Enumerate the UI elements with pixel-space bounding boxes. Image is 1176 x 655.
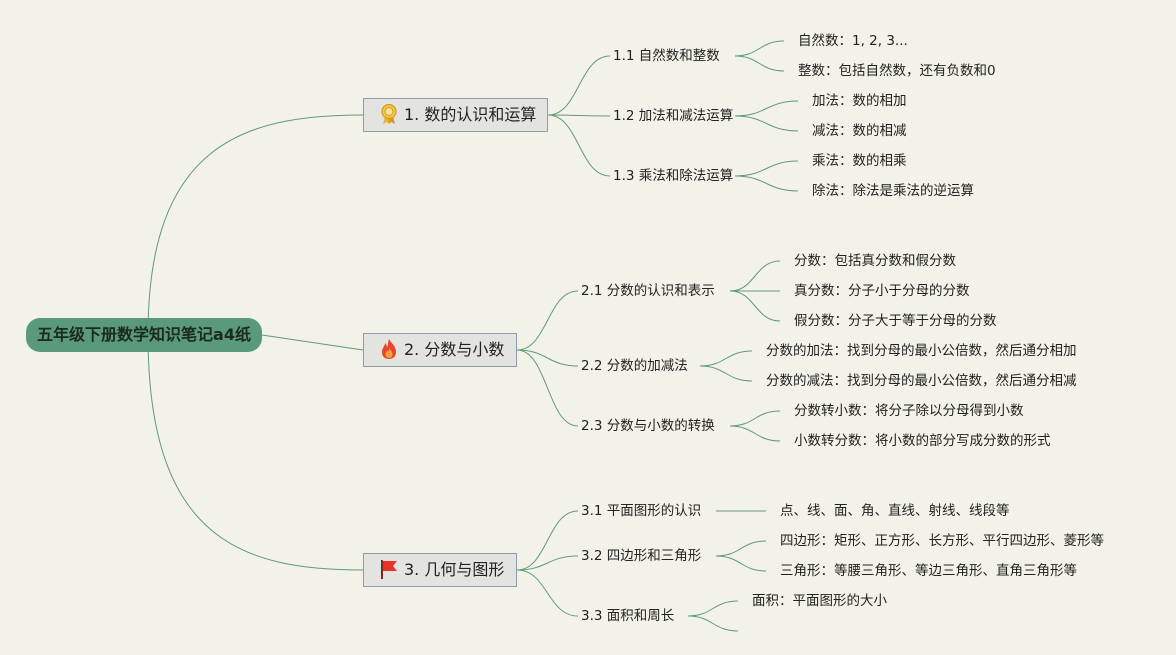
connector-sub2-leaf2 xyxy=(734,115,799,132)
leaf-triangles[interactable]: 三角形：等腰三角形、等边三角形、直角三角形等 xyxy=(780,563,1077,579)
branch-topic-geometry[interactable]: 3. 几何与图形 xyxy=(363,553,517,587)
leaf-area[interactable]: 面积：平面图形的大小 xyxy=(752,593,887,609)
connector-b2-s1 xyxy=(516,290,579,351)
connector-b1-s2 xyxy=(547,114,611,117)
connector-root-b2 xyxy=(261,334,364,351)
connector-sub3-leaf2 xyxy=(734,175,799,192)
branch-label: 1. 数的认识和运算 xyxy=(404,105,537,124)
connector-sub4-leaf1 xyxy=(729,260,781,292)
connector-sub9-leaf1 xyxy=(687,600,739,617)
connector-b3-s1 xyxy=(516,510,579,571)
leaf-basic-elements[interactable]: 点、线、面、角、直线、射线、线段等 xyxy=(780,503,1010,519)
leaf-integers[interactable]: 整数：包括自然数，还有负数和0 xyxy=(798,63,996,79)
fire-icon xyxy=(378,338,400,360)
connector-b3-s3 xyxy=(516,569,579,617)
connector-sub2-leaf1 xyxy=(734,100,799,117)
connector-sub9-leaf2 xyxy=(687,615,739,632)
connector-sub6-leaf1 xyxy=(729,410,781,427)
subtopic-1-3[interactable]: 1.3 乘法和除法运算 xyxy=(613,168,734,184)
connector-sub8-leaf1 xyxy=(715,540,767,557)
subtopic-3-1[interactable]: 3.1 平面图形的认识 xyxy=(581,503,702,519)
leaf-improper-fraction[interactable]: 假分数：分子大于等于分母的分数 xyxy=(794,313,997,329)
subtopic-2-2[interactable]: 2.2 分数的加减法 xyxy=(581,358,688,374)
leaf-fraction-subtraction[interactable]: 分数的减法：找到分母的最小公倍数，然后通分相减 xyxy=(766,373,1077,389)
connector-root-b3 xyxy=(147,334,364,571)
leaf-proper-fraction[interactable]: 真分数：分子小于分母的分数 xyxy=(794,283,970,299)
connector-b1-s3 xyxy=(547,114,611,177)
leaf-fraction-to-decimal[interactable]: 分数转小数：将分子除以分母得到小数 xyxy=(794,403,1024,419)
connector-sub3-leaf1 xyxy=(734,160,799,177)
leaf-decimal-to-fraction[interactable]: 小数转分数：将小数的部分写成分数的形式 xyxy=(794,433,1051,449)
leaf-subtraction[interactable]: 减法：数的相减 xyxy=(812,123,907,139)
subtopic-1-2[interactable]: 1.2 加法和减法运算 xyxy=(613,108,734,124)
connector-b2-s2 xyxy=(516,349,579,367)
connector-sub5-leaf1 xyxy=(699,350,753,367)
subtopic-2-1[interactable]: 2.1 分数的认识和表示 xyxy=(581,283,715,299)
award-ribbon-icon xyxy=(378,103,400,125)
subtopic-2-3[interactable]: 2.3 分数与小数的转换 xyxy=(581,418,715,434)
connector-sub1-leaf1 xyxy=(734,40,785,57)
branch-label: 2. 分数与小数 xyxy=(404,340,505,359)
connector-sub4-leaf3 xyxy=(729,290,781,322)
root-topic[interactable]: 五年级下册数学知识笔记a4纸 xyxy=(26,318,262,352)
red-flag-icon xyxy=(378,558,400,580)
leaf-fraction-addition[interactable]: 分数的加法：找到分母的最小公倍数，然后通分相加 xyxy=(766,343,1077,359)
leaf-natural-numbers[interactable]: 自然数：1, 2, 3... xyxy=(798,33,908,49)
connector-sub5-leaf2 xyxy=(699,365,753,382)
leaf-multiplication[interactable]: 乘法：数的相乘 xyxy=(812,153,907,169)
branch-topic-numbers[interactable]: 1. 数的认识和运算 xyxy=(363,98,548,132)
leaf-quadrilaterals[interactable]: 四边形：矩形、正方形、长方形、平行四边形、菱形等 xyxy=(780,533,1104,549)
branch-label: 3. 几何与图形 xyxy=(404,560,505,579)
subtopic-3-2[interactable]: 3.2 四边形和三角形 xyxy=(581,548,702,564)
connector-b3-s2 xyxy=(516,555,579,571)
subtopic-1-1[interactable]: 1.1 自然数和整数 xyxy=(613,48,720,64)
connector-sub8-leaf2 xyxy=(715,555,767,572)
branch-topic-fractions-decimals[interactable]: 2. 分数与小数 xyxy=(363,333,517,367)
connector-sub1-leaf2 xyxy=(734,55,785,72)
connector-b1-s1 xyxy=(547,55,611,116)
connector-sub6-leaf2 xyxy=(729,425,781,442)
connector-b2-s3 xyxy=(516,349,579,427)
leaf-addition[interactable]: 加法：数的相加 xyxy=(812,93,907,109)
subtopic-3-3[interactable]: 3.3 面积和周长 xyxy=(581,608,675,624)
leaf-fraction[interactable]: 分数：包括真分数和假分数 xyxy=(794,253,956,269)
leaf-division[interactable]: 除法：除法是乘法的逆运算 xyxy=(812,183,974,199)
connector-root-b1 xyxy=(147,114,364,336)
